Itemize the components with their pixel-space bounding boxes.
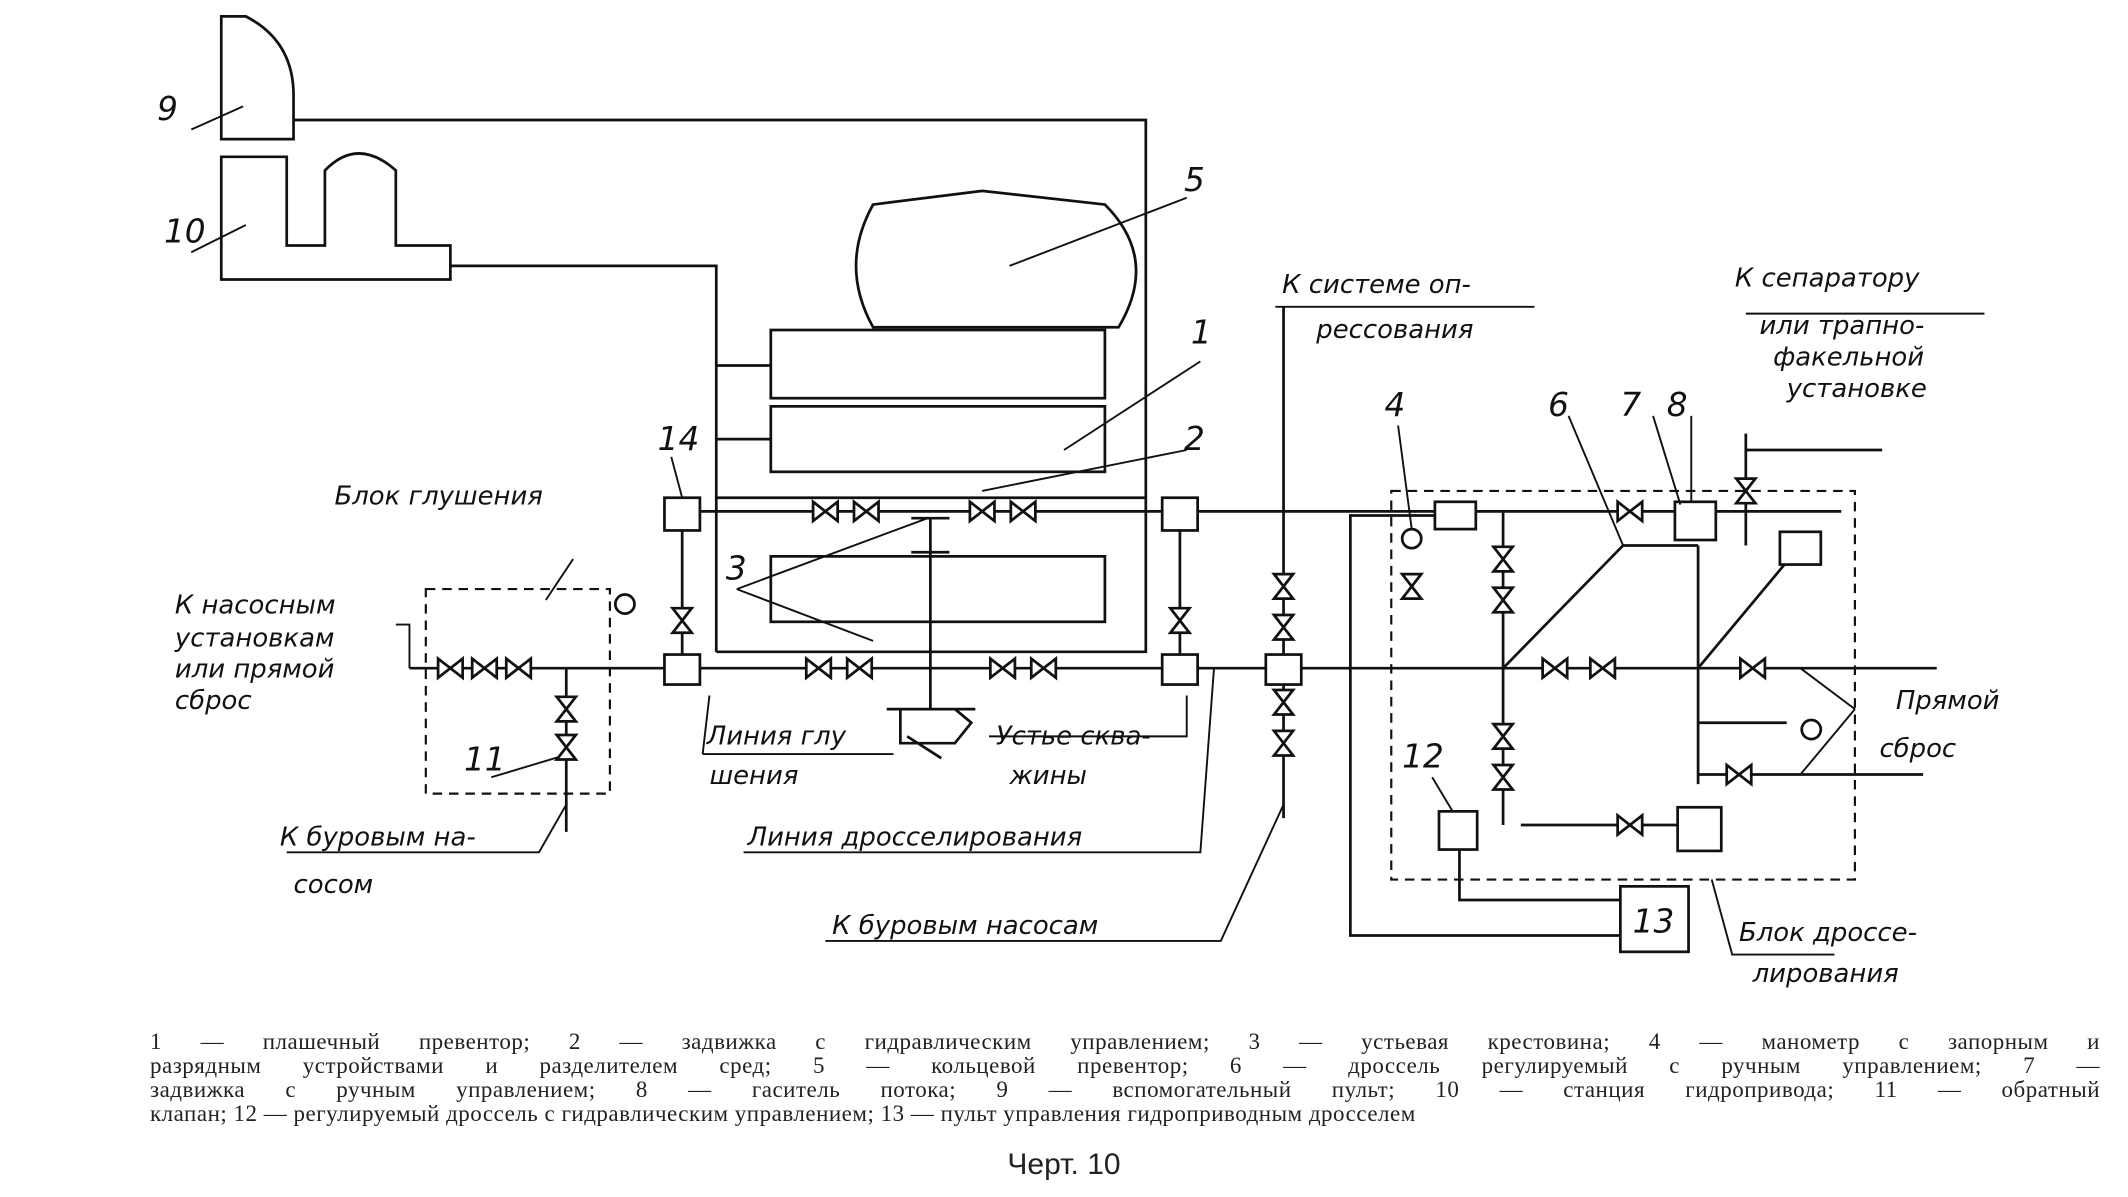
valve-icon bbox=[1029, 655, 1058, 681]
legend-line: 1 — плашечный превентор; 2 — задвижка с … bbox=[150, 1029, 2100, 1054]
valve-icon bbox=[553, 733, 579, 761]
valve-icon bbox=[1009, 499, 1037, 524]
direct-discharge-label: Прямой bbox=[1896, 686, 2000, 716]
label-5: 5 bbox=[1184, 161, 1205, 199]
valves-group bbox=[436, 477, 1767, 838]
legend-line: разрядным устройствами и разделителем ср… bbox=[150, 1053, 2100, 1078]
blowout-equipment-diagram: 9 10 5 1 2 3 4 6 7 8 11 12 13 14 Блок гл… bbox=[157, 14, 2000, 989]
valve-icon bbox=[436, 655, 464, 681]
valve-icon bbox=[553, 695, 579, 723]
valve-icon bbox=[811, 499, 839, 524]
valve-icon bbox=[1490, 586, 1516, 614]
valve-icon bbox=[1271, 688, 1296, 716]
figure-title: Черт. 10 bbox=[1007, 1148, 1121, 1181]
label-6: 6 bbox=[1548, 386, 1569, 424]
legend-line: клапан; 12 — регулируемый дроссель с гид… bbox=[150, 1101, 1416, 1126]
ram-preventer-1b bbox=[769, 405, 1107, 474]
label-12: 12 bbox=[1402, 738, 1444, 776]
label-3: 3 bbox=[726, 550, 747, 588]
valve-icon bbox=[1167, 606, 1193, 635]
valve-icon bbox=[1271, 729, 1296, 757]
valve-icon bbox=[1490, 763, 1516, 791]
to-separator-label: К сепаратору bbox=[1735, 263, 1920, 293]
legend-line: задвижка с ручным управлением; 8 — гасит… bbox=[150, 1077, 2100, 1102]
label-2: 2 bbox=[1184, 420, 1205, 458]
label-13: 13 bbox=[1633, 903, 1675, 941]
valve-icon bbox=[1616, 812, 1644, 838]
valve-icon bbox=[852, 499, 880, 524]
valve-icon bbox=[1733, 477, 1759, 505]
label-7: 7 bbox=[1620, 386, 1641, 424]
choke-block bbox=[1390, 489, 1856, 881]
valve-icon bbox=[1738, 655, 1767, 681]
valve-icon bbox=[1490, 545, 1516, 573]
hydraulic-station-10 bbox=[219, 152, 452, 281]
valve-icon bbox=[988, 655, 1017, 681]
kill-line-label: Линия глу bbox=[706, 722, 847, 752]
to-pumps-label: К насосным bbox=[175, 591, 336, 621]
figure-legend: 1 — плашечный превентор; 2 — задвижка с … bbox=[150, 1030, 2100, 1126]
hydraulic-actuator-right bbox=[1160, 496, 1199, 532]
ram-preventer-1 bbox=[769, 328, 1107, 400]
to-test-system-label: К системе оп- bbox=[1282, 270, 1471, 300]
to-separator-label: факельной bbox=[1773, 342, 1924, 372]
choke-control-panel-13 bbox=[1618, 884, 1690, 954]
valve-icon bbox=[1271, 572, 1296, 600]
choke-block-label: лирования bbox=[1752, 959, 1899, 989]
choke-line-label: Линия дросселирования bbox=[747, 822, 1083, 852]
kill-block-label: Блок глушения bbox=[334, 482, 542, 512]
valve-icon bbox=[470, 655, 499, 681]
label-9: 9 bbox=[157, 90, 178, 128]
valve-icon bbox=[968, 499, 996, 524]
to-separator-label: установке bbox=[1786, 374, 1927, 404]
label-8: 8 bbox=[1667, 386, 1688, 424]
label-1: 1 bbox=[1191, 314, 1212, 352]
wellhead-label: жины bbox=[1008, 761, 1087, 791]
control-line-10 bbox=[450, 264, 718, 652]
to-drill-pumps-label: К буровым насосам bbox=[832, 911, 1098, 941]
wellhead-label: Устье сква- bbox=[996, 722, 1151, 752]
valve-icon bbox=[504, 655, 533, 681]
to-drill-pumps-left-label: сосом bbox=[294, 870, 374, 900]
valve-icon bbox=[1399, 572, 1425, 600]
kill-line-label: шения bbox=[709, 761, 798, 791]
to-separator-label: или трапно- bbox=[1759, 311, 1924, 341]
annular-preventer-5 bbox=[854, 189, 1138, 329]
label-10: 10 bbox=[164, 213, 206, 251]
label-14: 14 bbox=[658, 420, 700, 458]
gauge-choke bbox=[1800, 718, 1823, 741]
valve-icon bbox=[1490, 722, 1516, 750]
valve-icon bbox=[804, 655, 833, 681]
direct-discharge-label: сброс bbox=[1879, 734, 1956, 764]
valve-icon bbox=[669, 606, 695, 635]
to-pumps-label: сброс bbox=[175, 686, 252, 716]
flow-damper-8 bbox=[1673, 500, 1718, 542]
kill-block bbox=[424, 587, 611, 795]
valve-icon bbox=[1588, 655, 1617, 681]
to-pumps-label: установкам bbox=[174, 623, 335, 653]
wellhead bbox=[886, 707, 976, 760]
valve-icon bbox=[1541, 655, 1569, 681]
to-drill-pumps-left-label: К буровым на- bbox=[280, 822, 476, 852]
pressure-gauge bbox=[614, 593, 636, 615]
label-11: 11 bbox=[464, 740, 506, 778]
label-4: 4 bbox=[1384, 386, 1405, 424]
valve-icon bbox=[1616, 499, 1644, 524]
valve-icon bbox=[1725, 762, 1753, 787]
hydraulic-choke-12 bbox=[1437, 809, 1479, 851]
to-test-system-label: рессования bbox=[1315, 315, 1473, 345]
gauge-4 bbox=[1400, 527, 1423, 550]
hydraulic-actuator-14 bbox=[663, 496, 702, 532]
choke-block-label: Блок дроссе- bbox=[1739, 918, 1917, 948]
to-pumps-label: или прямой bbox=[175, 655, 335, 685]
auxiliary-panel-9 bbox=[219, 14, 295, 141]
valve-icon bbox=[1271, 613, 1296, 641]
valve-icon bbox=[845, 655, 874, 681]
wellhead-cross-3 bbox=[769, 554, 1107, 624]
